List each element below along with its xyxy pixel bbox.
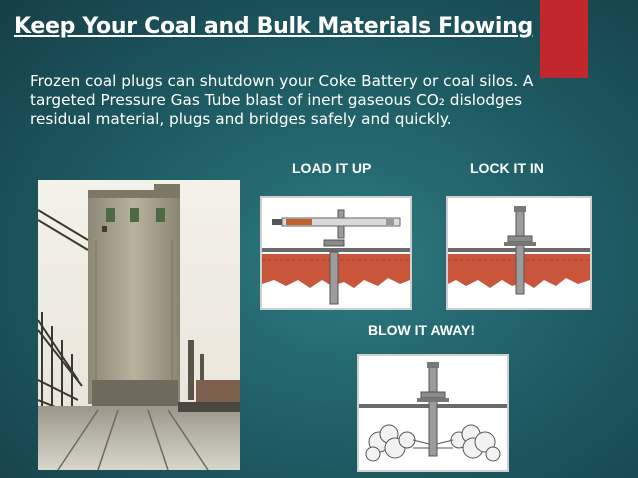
slide-body-text: Frozen coal plugs can shutdown your Coke…	[30, 72, 590, 129]
body-line-2: targeted Pressure Gas Tube blast of iner…	[30, 91, 523, 109]
slide-title: Keep Your Coal and Bulk Materials Flowin…	[14, 14, 533, 39]
load-it-up-caption: LOAD IT UP	[292, 160, 372, 176]
blow-it-away-caption: BLOW IT AWAY!	[368, 322, 476, 338]
body-line-3: residual material, plugs and bridges saf…	[30, 110, 452, 128]
body-line-1: Frozen coal plugs can shutdown your Coke…	[30, 72, 534, 90]
lock-it-in-diagram	[446, 196, 592, 310]
coal-silo-photo	[38, 180, 240, 470]
lock-it-in-caption: LOCK IT IN	[470, 160, 544, 176]
blow-it-away-diagram	[357, 354, 509, 472]
load-it-up-diagram	[260, 196, 412, 310]
accent-bar	[540, 0, 588, 78]
